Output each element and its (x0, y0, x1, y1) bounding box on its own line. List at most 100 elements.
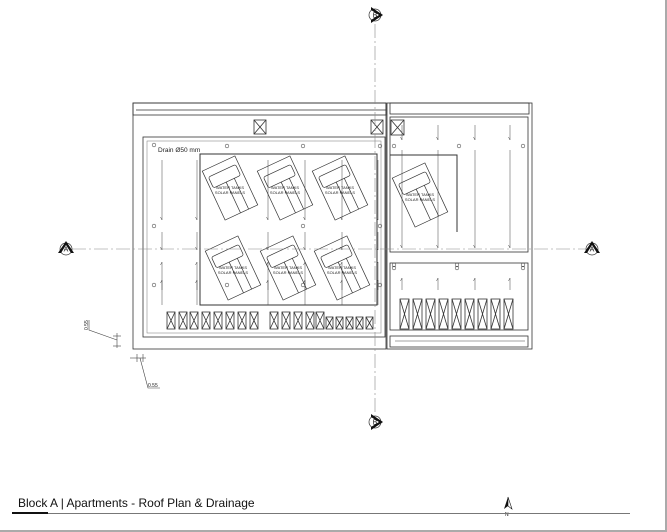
dimension-vertical-mark (88, 320, 121, 348)
fall-arrow (436, 150, 439, 249)
fall-arrow (473, 125, 476, 141)
water-tank-solar-panel (313, 235, 371, 301)
vent-unit (490, 298, 501, 330)
drain-point (454, 265, 460, 271)
drain-point (300, 143, 306, 149)
right-parapet-strip (389, 102, 530, 115)
vent-unit (237, 311, 247, 330)
drain-point (151, 142, 157, 148)
fall-arrow (508, 277, 511, 290)
drain-point (377, 282, 383, 288)
fall-arrow (473, 150, 476, 249)
fall-arrow (508, 150, 511, 249)
vent-unit (503, 298, 514, 330)
fall-arrow (160, 232, 163, 251)
right-upper-roof (389, 116, 529, 253)
right-lower-roof (389, 262, 529, 331)
vent-unit (189, 311, 199, 330)
dimension-horizontal-mark (130, 354, 160, 389)
water-tank-solar-panel (256, 155, 314, 221)
vent-unit (305, 311, 315, 330)
tank-label: WATER TANKS (326, 185, 354, 190)
drain-point (456, 143, 462, 149)
section-marker-a-right-label: A (590, 247, 595, 254)
drain-point (391, 262, 397, 268)
section-marker-a-left[interactable] (58, 241, 74, 256)
tank-label: SOLAR PANELS (218, 270, 248, 275)
vent-unit (412, 298, 423, 330)
vent-unit (281, 311, 291, 330)
tank-label: SOLAR PANELS (325, 190, 355, 195)
frame-border-right (665, 0, 667, 532)
water-tank-solar-panel (311, 155, 369, 221)
north-arrow-icon: N (504, 496, 513, 518)
dimension-horizontal-text: 0.55 (148, 383, 158, 389)
left-parapet-strip (132, 102, 387, 116)
vent-unit (399, 298, 410, 330)
fall-arrow (400, 125, 403, 141)
dimension-vertical-text: 0.55 (84, 320, 90, 330)
fall-arrow (195, 279, 198, 305)
left-roof-inner (142, 136, 386, 338)
vent-unit (477, 298, 488, 330)
drain-label: Drain Ø50 mm (158, 147, 200, 154)
vent-unit (293, 311, 303, 330)
roof-hatch (253, 119, 267, 135)
vent-unit (325, 316, 334, 330)
drain-point (391, 143, 397, 149)
water-tank-solar-panel (259, 235, 317, 301)
drain-point (377, 143, 383, 149)
vent-unit (451, 298, 462, 330)
fall-arrow (436, 277, 439, 290)
fall-arrow (376, 160, 379, 221)
section-marker-a-left-label: A (64, 247, 69, 254)
roof-hatch (370, 119, 384, 135)
fall-arrow (303, 160, 306, 221)
tank-label: SOLAR PANELS (405, 197, 435, 202)
vent-unit (213, 311, 223, 330)
vent-unit (225, 311, 235, 330)
vent-unit (464, 298, 475, 330)
tank-label: SOLAR PANELS (273, 270, 303, 275)
drain-point (224, 143, 230, 149)
tank-plinth (199, 153, 378, 306)
fall-arrow (340, 279, 343, 305)
section-marker-b-bottom[interactable] (368, 414, 383, 430)
water-tank-solar-panel (204, 235, 262, 301)
fall-arrow (376, 232, 379, 251)
drain-point (520, 262, 526, 268)
drain-point (391, 265, 397, 271)
drawing-title: Block A | Apartments - Roof Plan & Drain… (18, 496, 255, 510)
fall-arrow (436, 125, 439, 141)
section-marker-a-right[interactable] (584, 241, 600, 256)
vent-unit (425, 298, 436, 330)
fall-arrow (195, 232, 198, 251)
fall-arrow (508, 125, 511, 141)
section-marker-b-top[interactable] (368, 7, 383, 23)
vent-unit (355, 316, 364, 330)
tank-label: SOLAR PANELS (327, 270, 357, 275)
vent-unit (201, 311, 211, 330)
water-tank-solar-panel (201, 155, 259, 221)
fall-arrow (303, 232, 306, 251)
section-marker-b-top-label: B (373, 13, 378, 20)
drain-point (151, 223, 157, 229)
fall-arrow (376, 279, 379, 305)
frame-border-bottom (0, 530, 667, 532)
vent-unit (345, 316, 354, 330)
vent-unit (178, 311, 188, 330)
fall-arrow (160, 160, 163, 221)
tank-label: WATER TANKS (274, 265, 302, 270)
tank-label: WATER TANKS (271, 185, 299, 190)
drain-point (454, 262, 460, 268)
water-tank-solar-panel (391, 162, 449, 228)
drain-point (377, 223, 383, 229)
vent-unit (438, 298, 449, 330)
fall-arrow (266, 160, 269, 221)
drain-point (520, 143, 526, 149)
tank-label: WATER TANKS (406, 192, 434, 197)
fall-arrow (160, 279, 163, 305)
vent-unit (166, 311, 176, 330)
vent-unit (269, 311, 279, 330)
